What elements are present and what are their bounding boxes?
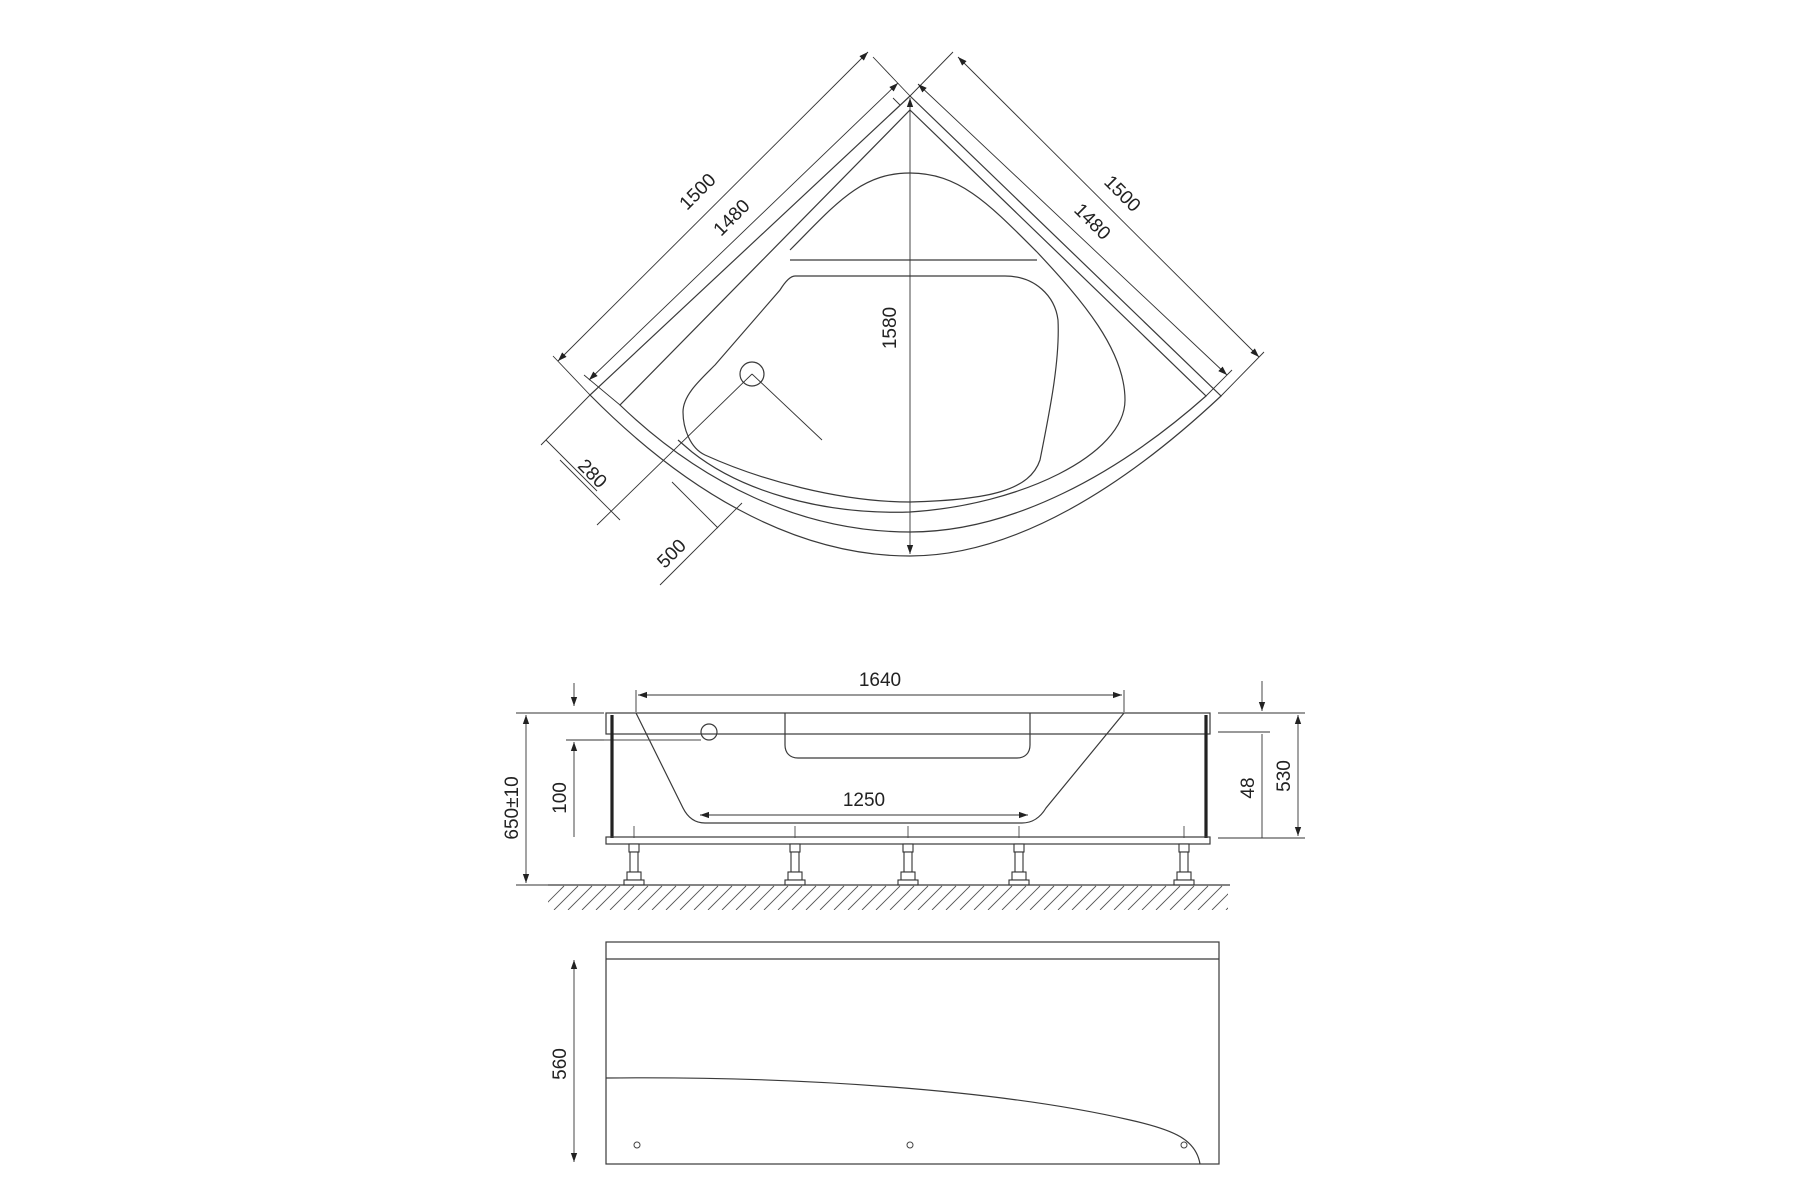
floor-hatch-stroke — [987, 885, 1013, 910]
floor-hatch-stroke — [707, 885, 733, 910]
floor-hatch-stroke — [735, 885, 761, 910]
dim-label-depth-530: 530 — [1274, 760, 1295, 792]
floor-hatch-stroke — [1015, 885, 1041, 910]
bath-rim — [605, 712, 1211, 735]
floor-hatch-stroke — [567, 885, 593, 910]
floor-hatch-stroke — [1029, 885, 1055, 910]
dim-label-rim-1640: 1640 — [859, 670, 901, 691]
dim-label-right-1500: 1500 — [1100, 172, 1145, 217]
floor-hatch-stroke — [637, 885, 663, 910]
bath-bowl-profile — [635, 712, 1125, 824]
panel-screw-left — [633, 1141, 641, 1149]
floor-hatch-stroke — [763, 885, 789, 910]
floor-hatch-stroke — [917, 885, 943, 910]
floor-hatch-stroke — [1071, 885, 1097, 910]
floor-hatch-stroke — [791, 885, 817, 910]
overflow-icon — [700, 723, 718, 741]
floor-hatch-stroke — [1183, 885, 1209, 910]
dim-line-left-1500 — [557, 51, 869, 362]
floor-hatch-stroke — [1127, 885, 1153, 910]
floor-hatch-stroke — [1043, 885, 1069, 910]
front-panel-outline — [605, 941, 1220, 1165]
top-view: 1500 1480 1500 1480 1580 280 500 — [540, 51, 1265, 586]
front-panel-curve — [605, 1077, 1201, 1165]
floor-hatch-stroke — [651, 885, 677, 910]
floor-hatch-stroke — [847, 885, 873, 910]
bath-outer-contour — [589, 95, 1222, 557]
dim-line-right-1480 — [917, 83, 1228, 376]
floor-hatch-stroke — [973, 885, 999, 910]
floor-hatch-stroke — [1225, 907, 1228, 910]
dim-line-left-1480 — [588, 82, 899, 381]
dim-label-total-650: 650±10 — [502, 776, 523, 839]
floor-hatch-stroke — [1155, 885, 1181, 910]
floor-hatch-stroke — [581, 885, 607, 910]
floor-hatch-stroke — [665, 885, 691, 910]
dim-label-left-1500: 1500 — [676, 170, 721, 215]
dim-line-drain-500 — [659, 502, 743, 586]
floor-hatch-stroke — [875, 885, 901, 910]
dim-label-rim-48: 48 — [1238, 777, 1259, 798]
floor-hatch-stroke — [1099, 885, 1125, 910]
floor-hatch-stroke — [903, 885, 929, 910]
floor-hatch-stroke — [805, 885, 831, 910]
floor-hatch-stroke — [1113, 885, 1139, 910]
side-view: 1640 1250 650±10 100 48 530 — [502, 670, 1305, 910]
floor-hatch-stroke — [1001, 885, 1027, 910]
floor-hatch-stroke — [1141, 885, 1167, 910]
bath-bowl-deep — [682, 275, 1059, 503]
floor-hatch-stroke — [1169, 885, 1195, 910]
floor-hatch-stroke — [1057, 885, 1083, 910]
dim-line-drain-280 — [545, 439, 598, 492]
dim-label-diagonal-1580: 1580 — [880, 307, 901, 349]
floor-hatch-stroke — [931, 885, 957, 910]
floor-hatch-stroke — [693, 885, 719, 910]
bath-seat-profile — [784, 713, 1031, 759]
adjustable-feet — [623, 826, 1195, 886]
floor-hatch-stroke — [609, 885, 635, 910]
panel-screw-right — [1180, 1141, 1188, 1149]
frame-base — [605, 836, 1211, 845]
dim-label-panel-560: 560 — [550, 1048, 571, 1080]
floor-hatch-stroke — [553, 885, 579, 910]
dim-label-drain-100: 100 — [550, 782, 571, 814]
dim-label-drain-280: 280 — [573, 455, 610, 492]
floor-hatch-stroke — [959, 885, 985, 910]
floor-hatch-stroke — [945, 885, 971, 910]
dim-label-drain-500: 500 — [653, 535, 690, 572]
floor-hatch-stroke — [623, 885, 649, 910]
floor-hatch-stroke — [889, 885, 915, 910]
floor-hatch-stroke — [1197, 885, 1223, 910]
floor-hatch-stroke — [548, 885, 565, 903]
floor-hatch-stroke — [679, 885, 705, 910]
dim-label-bottom-1250: 1250 — [843, 790, 885, 811]
floor-hatch-stroke — [749, 885, 775, 910]
floor-hatch-stroke — [1085, 885, 1111, 910]
floor-hatch-stroke — [721, 885, 747, 910]
floor-hatch-stroke — [777, 885, 803, 910]
floor-hatch-stroke — [1211, 893, 1228, 910]
dim-line-right-1500 — [957, 56, 1260, 358]
floor-hatch-stroke — [833, 885, 859, 910]
floor-hatch-stroke — [595, 885, 621, 910]
floor-hatch-stroke — [819, 885, 845, 910]
panel-screw-center — [906, 1141, 914, 1149]
floor-hatch-stroke — [1240, 886, 1264, 910]
floor-hatching — [548, 885, 1264, 910]
floor-hatch-stroke — [861, 885, 887, 910]
front-panel-view: 560 — [550, 941, 1220, 1165]
